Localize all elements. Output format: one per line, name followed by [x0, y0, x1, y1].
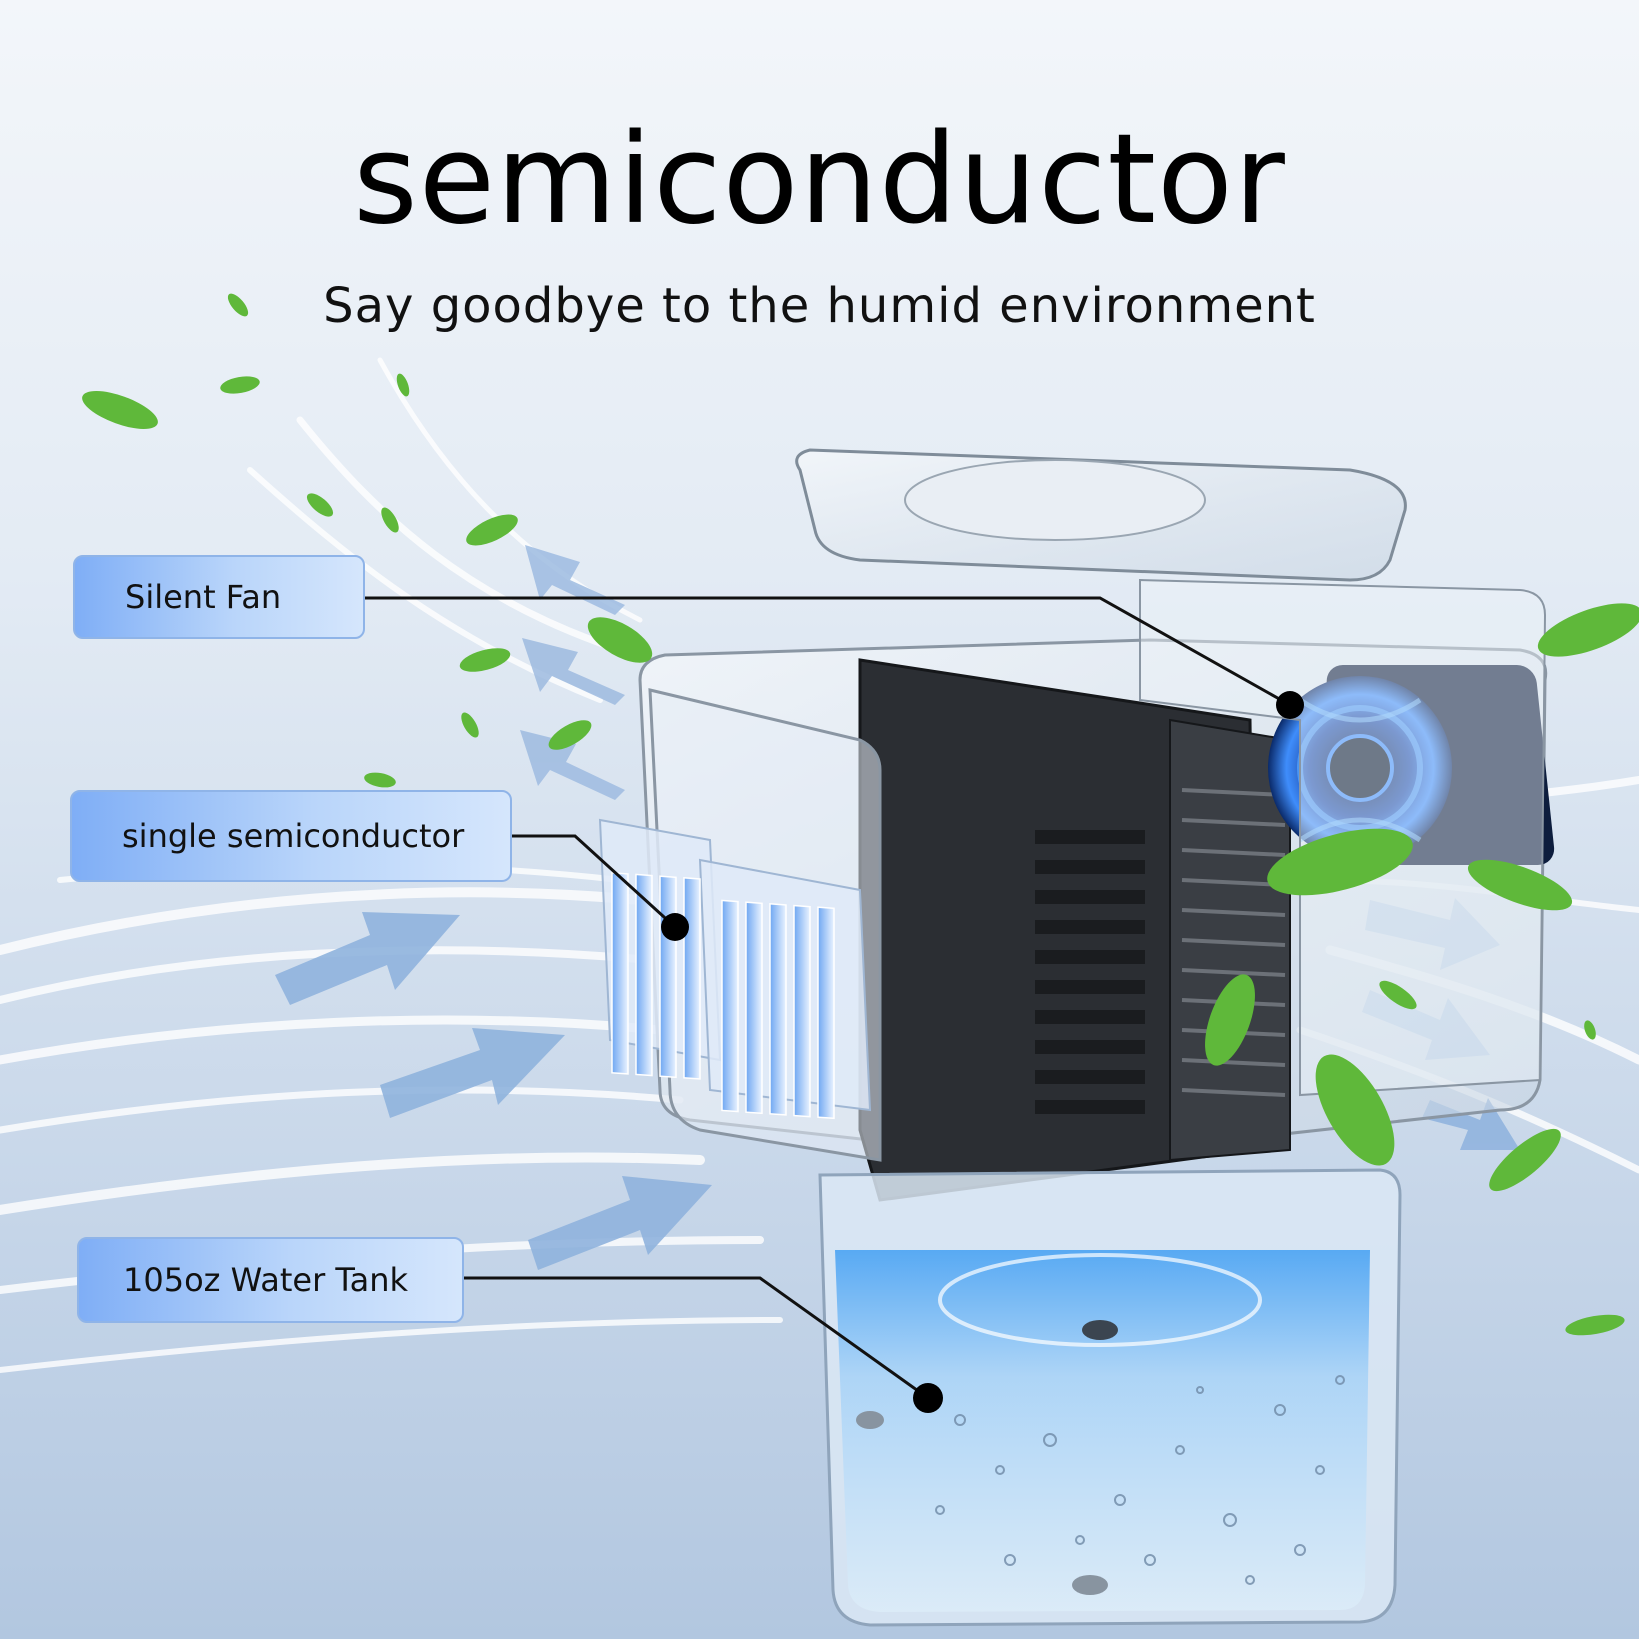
water-tank — [818, 1168, 1402, 1627]
callout-silent-fan: Silent Fan — [73, 555, 365, 639]
page-subtitle: Say goodbye to the humid environment — [323, 278, 1316, 334]
callout-label: 105oz Water Tank — [123, 1261, 409, 1299]
page-title: semiconductor — [353, 108, 1286, 252]
airflow-arrow-icon — [520, 545, 625, 800]
callout-single-semiconductor: single semiconductor — [70, 790, 512, 882]
leaf-icon — [82, 293, 1639, 1336]
semiconductor-fins — [598, 818, 872, 1120]
callout-water-tank: 105oz Water Tank — [77, 1237, 464, 1323]
leader-lines — [365, 596, 1291, 1400]
leader-dots — [661, 691, 1304, 1413]
callout-label: Silent Fan — [125, 578, 282, 616]
fan-icon — [1268, 665, 1555, 865]
callout-label: single semiconductor — [122, 817, 465, 855]
airflow-arrow-icon — [275, 912, 712, 1270]
device-lid — [795, 448, 1407, 582]
